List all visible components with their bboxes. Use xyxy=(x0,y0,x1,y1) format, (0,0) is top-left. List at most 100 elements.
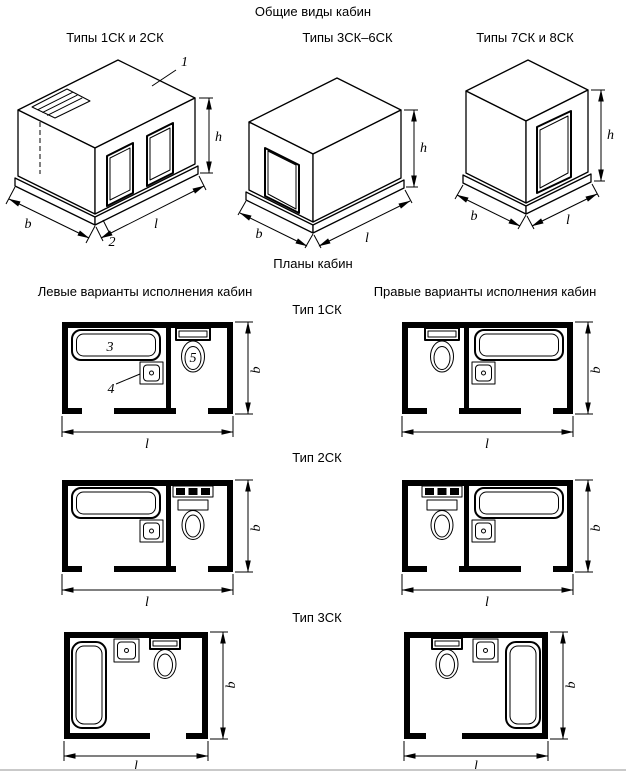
iso-view-type-3-6: h b l xyxy=(237,77,427,249)
dim-label-b: b xyxy=(471,209,478,224)
dimension-l: l xyxy=(313,189,413,249)
page-title: Общие виды кабин xyxy=(254,4,372,19)
bath-fixture xyxy=(71,641,107,729)
dim-label-h: h xyxy=(215,130,222,145)
plans-title: Планы кабин xyxy=(273,256,353,271)
washbasin-fixture xyxy=(139,519,164,543)
dimension-l: l xyxy=(403,741,549,771)
plan-type-2sk-left: b l xyxy=(61,479,264,610)
dimension-b: b xyxy=(235,479,264,573)
dimension-l: l xyxy=(61,416,234,452)
washbasin-fixture xyxy=(113,638,140,663)
dim-label-b: b xyxy=(564,682,579,689)
callout-2: 2 xyxy=(102,219,116,250)
row-label-type-3sk: Тип 3СК xyxy=(292,610,342,625)
dimension-b: b xyxy=(575,479,604,573)
bath-fixture xyxy=(474,487,564,519)
plan-type-3sk-right: b l xyxy=(403,631,579,771)
bath-fixture xyxy=(71,487,161,519)
dim-label-b: b xyxy=(589,525,604,532)
walls xyxy=(62,322,233,414)
type-label-1sk-2sk: Типы 1СК и 2СК xyxy=(66,30,164,45)
dim-label-l: l xyxy=(474,759,478,771)
washbasin-fixture xyxy=(139,361,164,385)
dim-label-l: l xyxy=(145,437,149,452)
callout-1-label: 1 xyxy=(181,55,188,70)
plan-type-2sk-right: b l xyxy=(401,479,604,610)
dimension-l: l xyxy=(401,416,574,452)
dim-label-l: l xyxy=(134,759,138,771)
dimension-b: b xyxy=(575,321,604,415)
dim-label-b: b xyxy=(25,217,32,232)
plan-type-1sk-right: b l xyxy=(401,321,604,452)
plan-type-1sk-left: 3 4 5 b l xyxy=(61,321,264,452)
dimension-h: h xyxy=(199,97,222,174)
callout-5-label: 5 xyxy=(190,351,197,366)
dim-label-b: b xyxy=(249,367,264,374)
dim-label-l: l xyxy=(145,595,149,610)
callout-1: 1 xyxy=(151,55,188,87)
door-opening-right xyxy=(146,122,174,187)
dim-label-l: l xyxy=(485,437,489,452)
dimension-h: h xyxy=(404,109,427,188)
dimension-b: b xyxy=(210,631,239,740)
callout-3-label: 3 xyxy=(106,340,114,355)
walls xyxy=(62,480,233,572)
dimension-l: l xyxy=(63,741,209,771)
dimension-l: l xyxy=(95,175,207,242)
bath-fixture xyxy=(71,329,161,361)
door-opening xyxy=(536,110,572,194)
walls xyxy=(402,480,573,572)
row-label-type-1sk: Тип 1СК xyxy=(292,302,342,317)
walls xyxy=(402,322,573,414)
toilet-fixture xyxy=(177,499,209,540)
row-label-type-2sk: Тип 2СК xyxy=(292,450,342,465)
dim-label-b: b xyxy=(249,525,264,532)
dim-label-b: b xyxy=(256,227,263,242)
left-variants-header: Левые варианты исполнения кабин xyxy=(37,284,253,299)
plan-type-3sk-left: b l xyxy=(63,631,239,771)
page-bottom-border xyxy=(0,769,626,771)
callout-4: 4 xyxy=(108,373,141,397)
dim-label-h: h xyxy=(607,128,614,143)
dim-label-l: l xyxy=(154,217,158,232)
washbasin-fixture xyxy=(472,638,499,663)
vent-block xyxy=(421,485,463,498)
dimension-b: b xyxy=(454,184,527,230)
right-variants-header: Правые варианты исполнения кабин xyxy=(373,284,597,299)
dimension-b: b xyxy=(237,200,314,249)
dim-label-h: h xyxy=(420,141,427,156)
toilet-fixture xyxy=(431,637,463,679)
dim-label-b: b xyxy=(224,682,239,689)
iso-view-type-1-2: 1 2 h b l xyxy=(5,55,222,250)
cabin-body xyxy=(245,77,405,234)
roof-vent-grille xyxy=(31,88,91,119)
dimension-l: l xyxy=(401,574,574,610)
dim-label-l: l xyxy=(566,213,570,228)
dim-label-l: l xyxy=(485,595,489,610)
cabin-body xyxy=(462,59,592,215)
toilet-fixture xyxy=(424,327,460,373)
dimension-b: b xyxy=(5,186,96,244)
dimension-b: b xyxy=(235,321,264,415)
washbasin-fixture xyxy=(471,519,496,543)
iso-view-type-7-8: h b l xyxy=(454,59,614,230)
dim-label-l: l xyxy=(365,231,369,246)
dimension-l: l xyxy=(526,183,600,230)
vent-block xyxy=(172,485,214,498)
dimension-l: l xyxy=(61,574,234,610)
toilet-fixture xyxy=(175,327,211,373)
walls xyxy=(404,632,548,739)
type-label-3sk-6sk: Типы 3СК–6СК xyxy=(302,30,393,45)
bath-fixture xyxy=(505,641,541,729)
walls xyxy=(64,632,208,739)
toilet-fixture xyxy=(426,499,458,540)
callout-2-label: 2 xyxy=(109,235,116,250)
bath-fixture xyxy=(474,329,564,361)
washbasin-fixture xyxy=(471,361,496,385)
dimension-b: b xyxy=(550,631,579,740)
toilet-fixture xyxy=(149,637,181,679)
type-label-7sk-8sk: Типы 7СК и 8СК xyxy=(476,30,574,45)
dim-label-b: b xyxy=(589,367,604,374)
